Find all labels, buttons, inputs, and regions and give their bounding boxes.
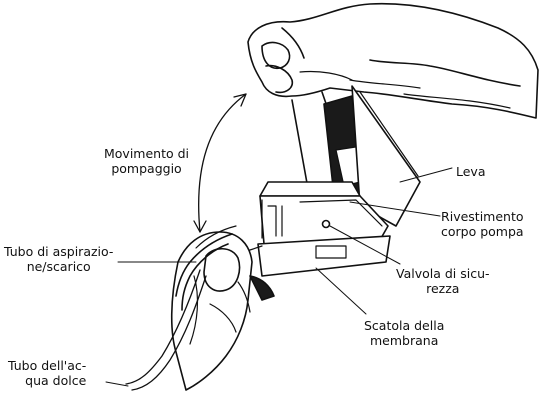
label-fresh-water-tube: Tubo dell'ac- qua dolce: [8, 358, 86, 388]
label-pumping-motion: Movimento di pompaggio: [104, 146, 189, 176]
leader-fresh-water-tube: [106, 382, 128, 386]
label-safety-valve: Valvola di sicu- rezza: [396, 266, 490, 296]
label-membrane-box: Scatola della membrana: [364, 318, 444, 348]
label-pump-body-cover: Rivestimento corpo pompa: [441, 209, 524, 239]
leader-membrane-box: [316, 268, 366, 314]
label-suction-discharge-tube: Tubo di aspirazio- ne/scarico: [4, 244, 113, 274]
label-lever: Leva: [456, 164, 486, 179]
pumping-motion-arrow: [194, 94, 246, 232]
